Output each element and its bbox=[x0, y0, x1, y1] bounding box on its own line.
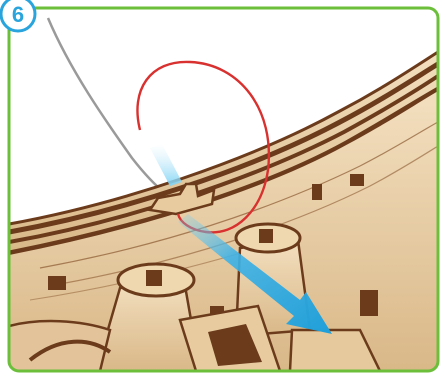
slot bbox=[350, 174, 364, 186]
step-number: 6 bbox=[12, 2, 24, 27]
slot bbox=[48, 276, 66, 290]
step-badge: 6 bbox=[1, 0, 35, 31]
slot bbox=[360, 290, 378, 316]
slot bbox=[312, 184, 322, 200]
